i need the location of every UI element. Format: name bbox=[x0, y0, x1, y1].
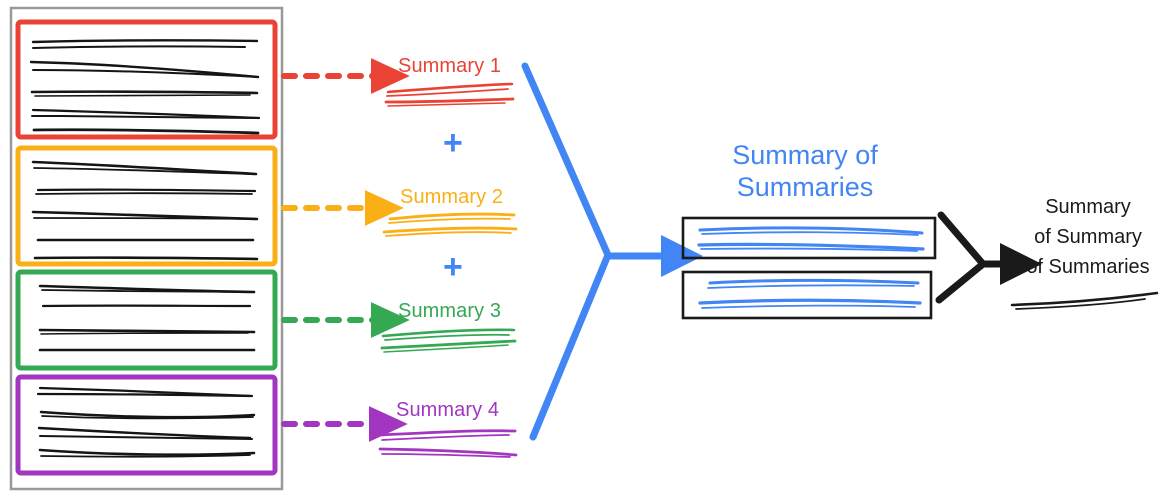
summary-label-4: Summary 4 bbox=[396, 399, 500, 421]
sos-box-2[interactable] bbox=[681, 270, 933, 320]
chunk-text-lines-3 bbox=[38, 284, 256, 352]
summary-squiggle-1 bbox=[384, 82, 515, 107]
final-squiggle bbox=[1010, 291, 1159, 310]
final-arm-bottom bbox=[935, 260, 987, 304]
sos-box-1[interactable] bbox=[681, 216, 937, 260]
summary-squiggle-2 bbox=[382, 212, 518, 237]
chunk-text-lines-2 bbox=[31, 160, 259, 261]
sos-title-line-2: Summaries bbox=[736, 172, 874, 202]
sos-squiggle-2 bbox=[698, 278, 922, 309]
summary-squiggle-3 bbox=[380, 328, 517, 353]
chunk-text-lines-4 bbox=[36, 386, 256, 458]
final-arm-top bbox=[937, 211, 987, 268]
source-document-frame bbox=[9, 6, 284, 491]
chunk-box-1[interactable] bbox=[15, 19, 278, 140]
chunk-box-3[interactable] bbox=[15, 269, 278, 371]
merge-arm-top bbox=[521, 62, 612, 259]
final-title-line-3: of Summaries bbox=[1026, 256, 1150, 278]
summary-of-summaries-title: Summary of Summaries bbox=[705, 139, 905, 203]
final-title-line-2: of Summary bbox=[1034, 226, 1142, 248]
summary-label-3: Summary 3 bbox=[398, 300, 502, 322]
summary-label-2: Summary 2 bbox=[400, 186, 504, 208]
summary-label-1: Summary 1 bbox=[398, 55, 502, 77]
plus-operator-2: + bbox=[443, 248, 463, 286]
summary-squiggle-4 bbox=[378, 429, 518, 458]
chunk-box-2[interactable] bbox=[15, 145, 278, 267]
plus-operator-1: + bbox=[443, 124, 463, 162]
chunk-box-4[interactable] bbox=[15, 374, 278, 476]
sos-title-line-1: Summary of bbox=[732, 140, 878, 170]
sos-squiggle-1 bbox=[697, 226, 925, 252]
merge-arm-bottom bbox=[529, 251, 612, 441]
final-title-line-1: Summary bbox=[1045, 196, 1131, 218]
final-output-title: Summary of Summary of Summaries bbox=[1013, 192, 1163, 282]
chunk-text-lines-1 bbox=[29, 39, 261, 135]
